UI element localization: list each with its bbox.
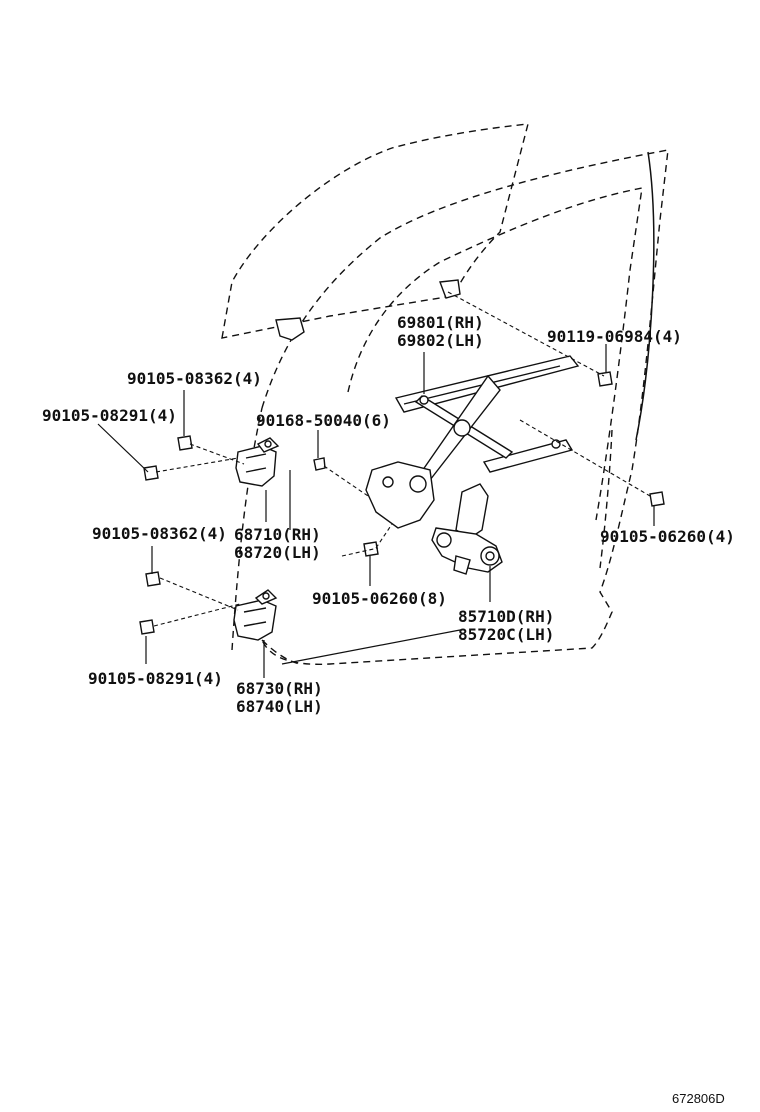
lower-hinge [233,589,278,641]
label-hinge-upper-rh: 68710(RH) [234,525,321,544]
door-inner-outline [347,187,643,521]
window-regulator [365,355,580,529]
bolt-icon-90168 [313,457,326,471]
glass-bracket-2 [439,279,461,299]
figure-code: 672806D [672,1091,725,1106]
glass-bracket [275,317,305,341]
bolt-icon-lower-hinge-b [139,619,155,635]
label-motor-rh: 85710D(RH) [458,607,554,626]
bolt-icon-90119 [597,371,613,387]
leader-lines [97,344,655,678]
power-window-motor [431,483,503,575]
door-edge-outline [231,407,301,665]
label-bolt-90105-08362-mid: 90105-08362(4) [92,524,227,543]
bolt-icon-upper-hinge-b [143,465,159,481]
label-bolt-90168: 90168-50040(6) [256,411,391,430]
label-bolt-90105-08362-top: 90105-08362(4) [127,369,262,388]
dashed-connectors [153,291,651,627]
upper-hinge [235,437,280,487]
bolt-icon-lower-hinge-a [145,571,161,587]
label-bolt-90105-08291-top: 90105-08291(4) [42,406,177,425]
door-frame-inner-edge [635,151,655,441]
door-frame-lower-dash [599,429,613,569]
label-bolt-90119: 90119-06984(4) [547,327,682,346]
bolt-icon-upper-hinge-a [177,435,193,451]
label-bolt-90105-06260-right: 90105-06260(4) [600,527,735,546]
label-hinge-upper-lh: 68720(LH) [234,543,321,562]
door-glass-outline [221,123,529,339]
label-bolt-90105-06260-bottom: 90105-06260(8) [312,589,447,608]
label-regulator-lh: 69802(LH) [397,331,484,350]
label-motor-lh: 85720C(LH) [458,625,554,644]
label-bolt-90105-08291-bottom: 90105-08291(4) [88,669,223,688]
label-hinge-lower-rh: 68730(RH) [236,679,323,698]
bolt-icon-regulator-right [649,491,665,507]
label-regulator-rh: 69801(RH) [397,313,484,332]
door-frame-outline [261,149,669,665]
label-hinge-lower-lh: 68740(LH) [236,697,323,716]
